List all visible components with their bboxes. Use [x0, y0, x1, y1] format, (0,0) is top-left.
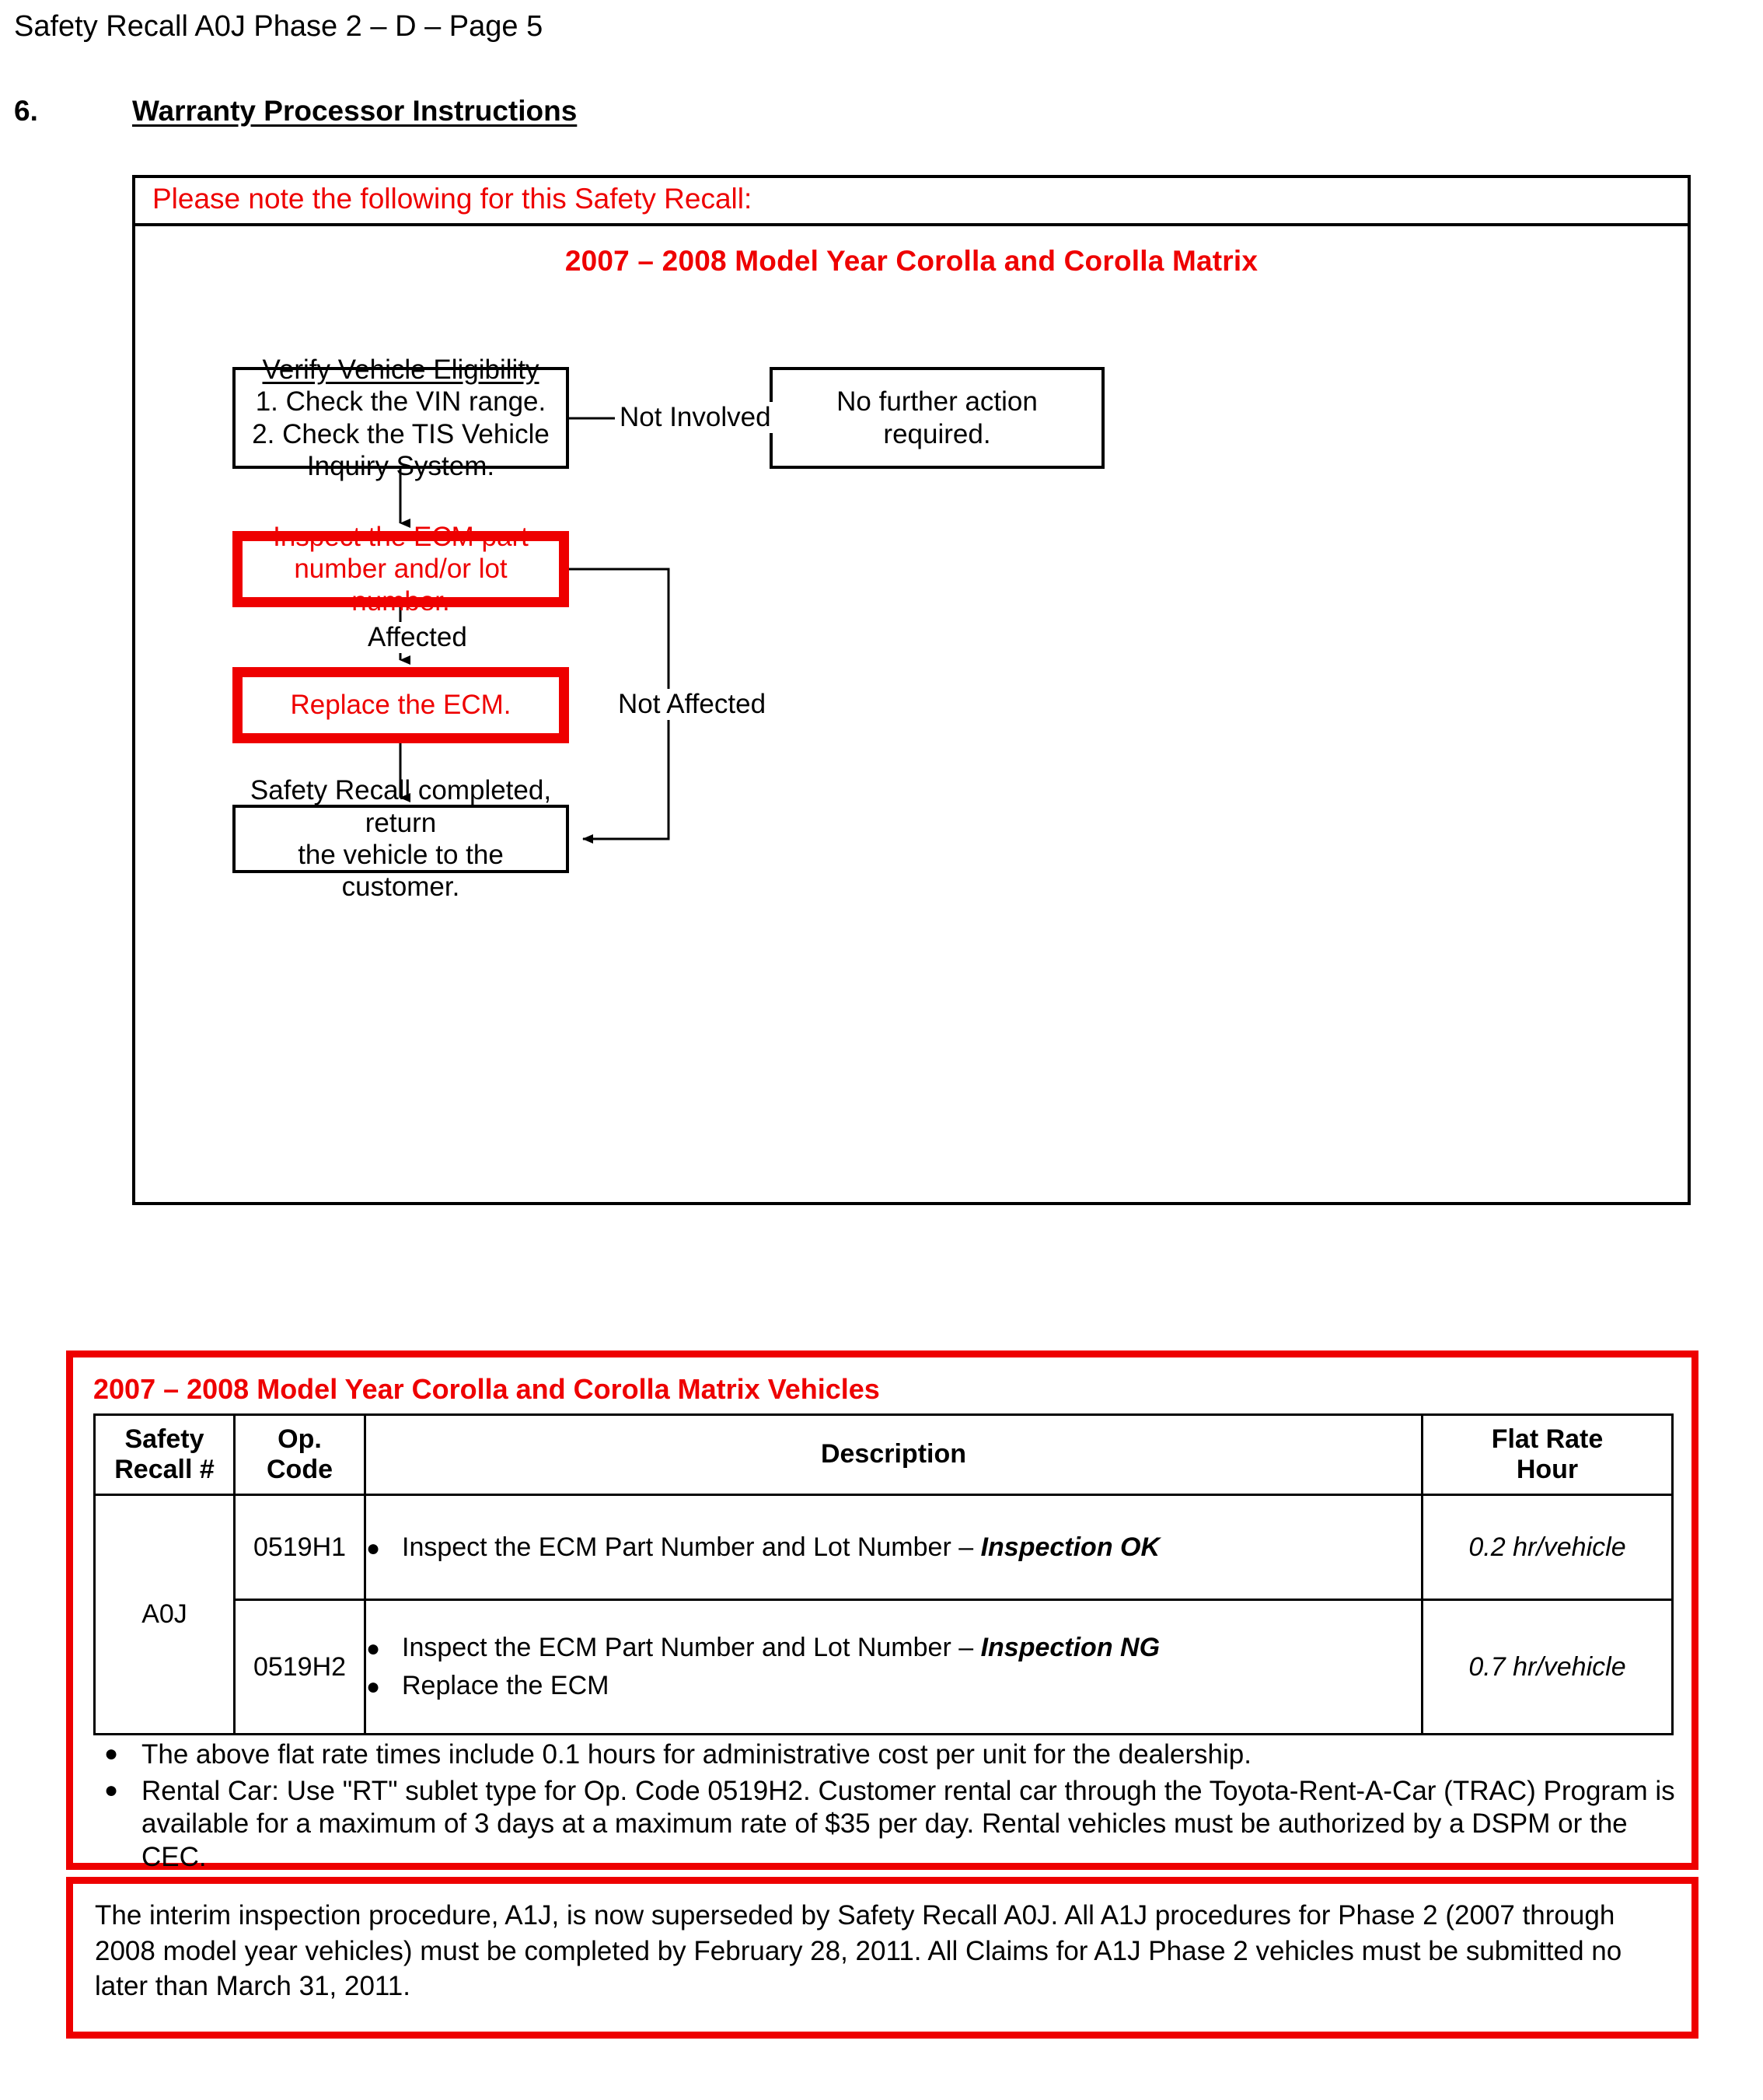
- cell-op-code: 0519H2: [233, 1599, 366, 1735]
- interim-procedure-panel: The interim inspection procedure, A1J, i…: [66, 1877, 1698, 2039]
- inspect-ecm-text: Inspect the ECM part number and/or lot n…: [273, 522, 529, 617]
- cell-flat-rate: 0.7 hr/vehicle: [1421, 1599, 1674, 1735]
- cell-description: ● Inspect the ECM Part Number and Lot Nu…: [364, 1494, 1423, 1601]
- description-emphasis: Inspection NG: [980, 1633, 1161, 1662]
- note-text: The above flat rate times include 0.1 ho…: [141, 1739, 1252, 1770]
- list-item: ● The above flat rate times include 0.1 …: [93, 1738, 1675, 1772]
- description-plain: Inspect the ECM Part Number and Lot Numb…: [402, 1633, 981, 1662]
- column-header-description: Description: [364, 1413, 1423, 1496]
- cell-flat-rate: 0.2 hr/vehicle: [1421, 1494, 1674, 1601]
- flow-box-recall-completed: Safety Recall completed, return the vehi…: [232, 775, 569, 902]
- column-header-flat-rate-hour: Flat Rate Hour: [1421, 1413, 1674, 1496]
- bullet-icon: ●: [366, 1535, 381, 1561]
- description-text: Inspect the ECM Part Number and Lot Numb…: [402, 1532, 1421, 1563]
- list-item: ● Rental Car: Use "RT" sublet type for O…: [93, 1775, 1675, 1875]
- page-title: Warranty Processor Instructions: [132, 95, 578, 127]
- bullet-icon: ●: [104, 1741, 119, 1766]
- bullet-icon: ●: [104, 1777, 119, 1803]
- header-opcode-line-1: Op.: [278, 1424, 322, 1454]
- no-further-action-text: No further action required.: [836, 386, 1038, 449]
- description-bullet-line: ● Inspect the ECM Part Number and Lot Nu…: [366, 1532, 1421, 1563]
- replace-ecm-text: Replace the ECM.: [290, 690, 511, 721]
- header-rate-line-1: Flat Rate: [1491, 1424, 1604, 1454]
- header-recall-line-2: Recall #: [114, 1455, 215, 1484]
- note-text: Rental Car: Use "RT" sublet type for Op.…: [141, 1775, 1675, 1873]
- cell-safety-recall-number: A0J: [93, 1494, 236, 1735]
- verify-step-1: 1. Check the VIN range.: [255, 386, 546, 418]
- edge-label-not-affected: Not Affected: [613, 689, 771, 720]
- description-text: Inspect the ECM Part Number and Lot Numb…: [402, 1633, 1421, 1663]
- description-bullet-line: ● Inspect the ECM Part Number and Lot Nu…: [366, 1633, 1421, 1663]
- header-recall-line-1: Safety: [124, 1424, 204, 1454]
- bullet-icon: ●: [366, 1636, 381, 1661]
- edge-label-not-involved: Not Involved: [615, 402, 776, 433]
- header-rate-line-2: Hour: [1516, 1455, 1579, 1484]
- flowchart-model-heading: 2007 – 2008 Model Year Corolla and Corol…: [564, 245, 1259, 277]
- table-row: 0519H2 ● Inspect the ECM Part Number and…: [95, 1599, 1674, 1735]
- table-row: A0J 0519H1 ● Inspect the ECM Part Number…: [93, 1494, 1674, 1735]
- verify-title: Verify Vehicle Eligibility: [262, 354, 539, 385]
- description-bullet-line: ● Replace the ECM: [366, 1671, 1421, 1701]
- header-opcode-line-2: Code: [267, 1455, 333, 1484]
- description-emphasis: Inspection OK: [980, 1532, 1161, 1562]
- flow-box-verify-vehicle-eligibility: Verify Vehicle Eligibility 1. Check the …: [232, 355, 569, 481]
- interim-procedure-text: The interim inspection procedure, A1J, i…: [95, 1900, 1622, 2001]
- cell-description: ● Inspect the ECM Part Number and Lot Nu…: [364, 1599, 1423, 1735]
- flow-box-no-further-action: No further action required.: [770, 367, 1105, 469]
- flowchart-note-text: Please note the following for this Safet…: [152, 183, 752, 215]
- verify-step-2: 2. Check the TIS Vehicle: [252, 418, 550, 449]
- description-plain: Inspect the ECM Part Number and Lot Numb…: [402, 1532, 981, 1562]
- claims-notes-list: ● The above flat rate times include 0.1 …: [93, 1738, 1675, 1878]
- table-header-row: Safety Recall # Op. Code Description Fla…: [93, 1413, 1674, 1496]
- claims-information-panel: 2007 – 2008 Model Year Corolla and Corol…: [66, 1350, 1698, 1872]
- recall-completed-line-2: the vehicle to the customer.: [298, 840, 504, 903]
- flowchart-frame: Please note the following for this Safet…: [132, 175, 1691, 1205]
- claims-table: Safety Recall # Op. Code Description Fla…: [93, 1413, 1674, 1735]
- flow-box-inspect-ecm: Inspect the ECM part number and/or lot n…: [232, 522, 569, 617]
- column-header-op-code: Op. Code: [233, 1413, 366, 1496]
- edge-label-affected: Affected: [363, 622, 472, 653]
- flow-box-replace-ecm: Replace the ECM.: [232, 667, 569, 743]
- bullet-icon: ●: [366, 1674, 381, 1700]
- cell-op-code: 0519H1: [233, 1494, 366, 1601]
- flowchart-note-bar: Please note the following for this Safet…: [135, 178, 1688, 226]
- column-header-safety-recall: Safety Recall #: [93, 1413, 236, 1496]
- section-number: 6.: [14, 95, 38, 127]
- verify-step-2-cont: Inquiry System.: [306, 450, 495, 481]
- description-text: Replace the ECM: [402, 1671, 609, 1700]
- claims-heading: 2007 – 2008 Model Year Corolla and Corol…: [93, 1373, 880, 1405]
- recall-completed-line-1: Safety Recall completed, return: [250, 775, 552, 838]
- running-head: Safety Recall A0J Phase 2 – D – Page 5: [14, 10, 543, 43]
